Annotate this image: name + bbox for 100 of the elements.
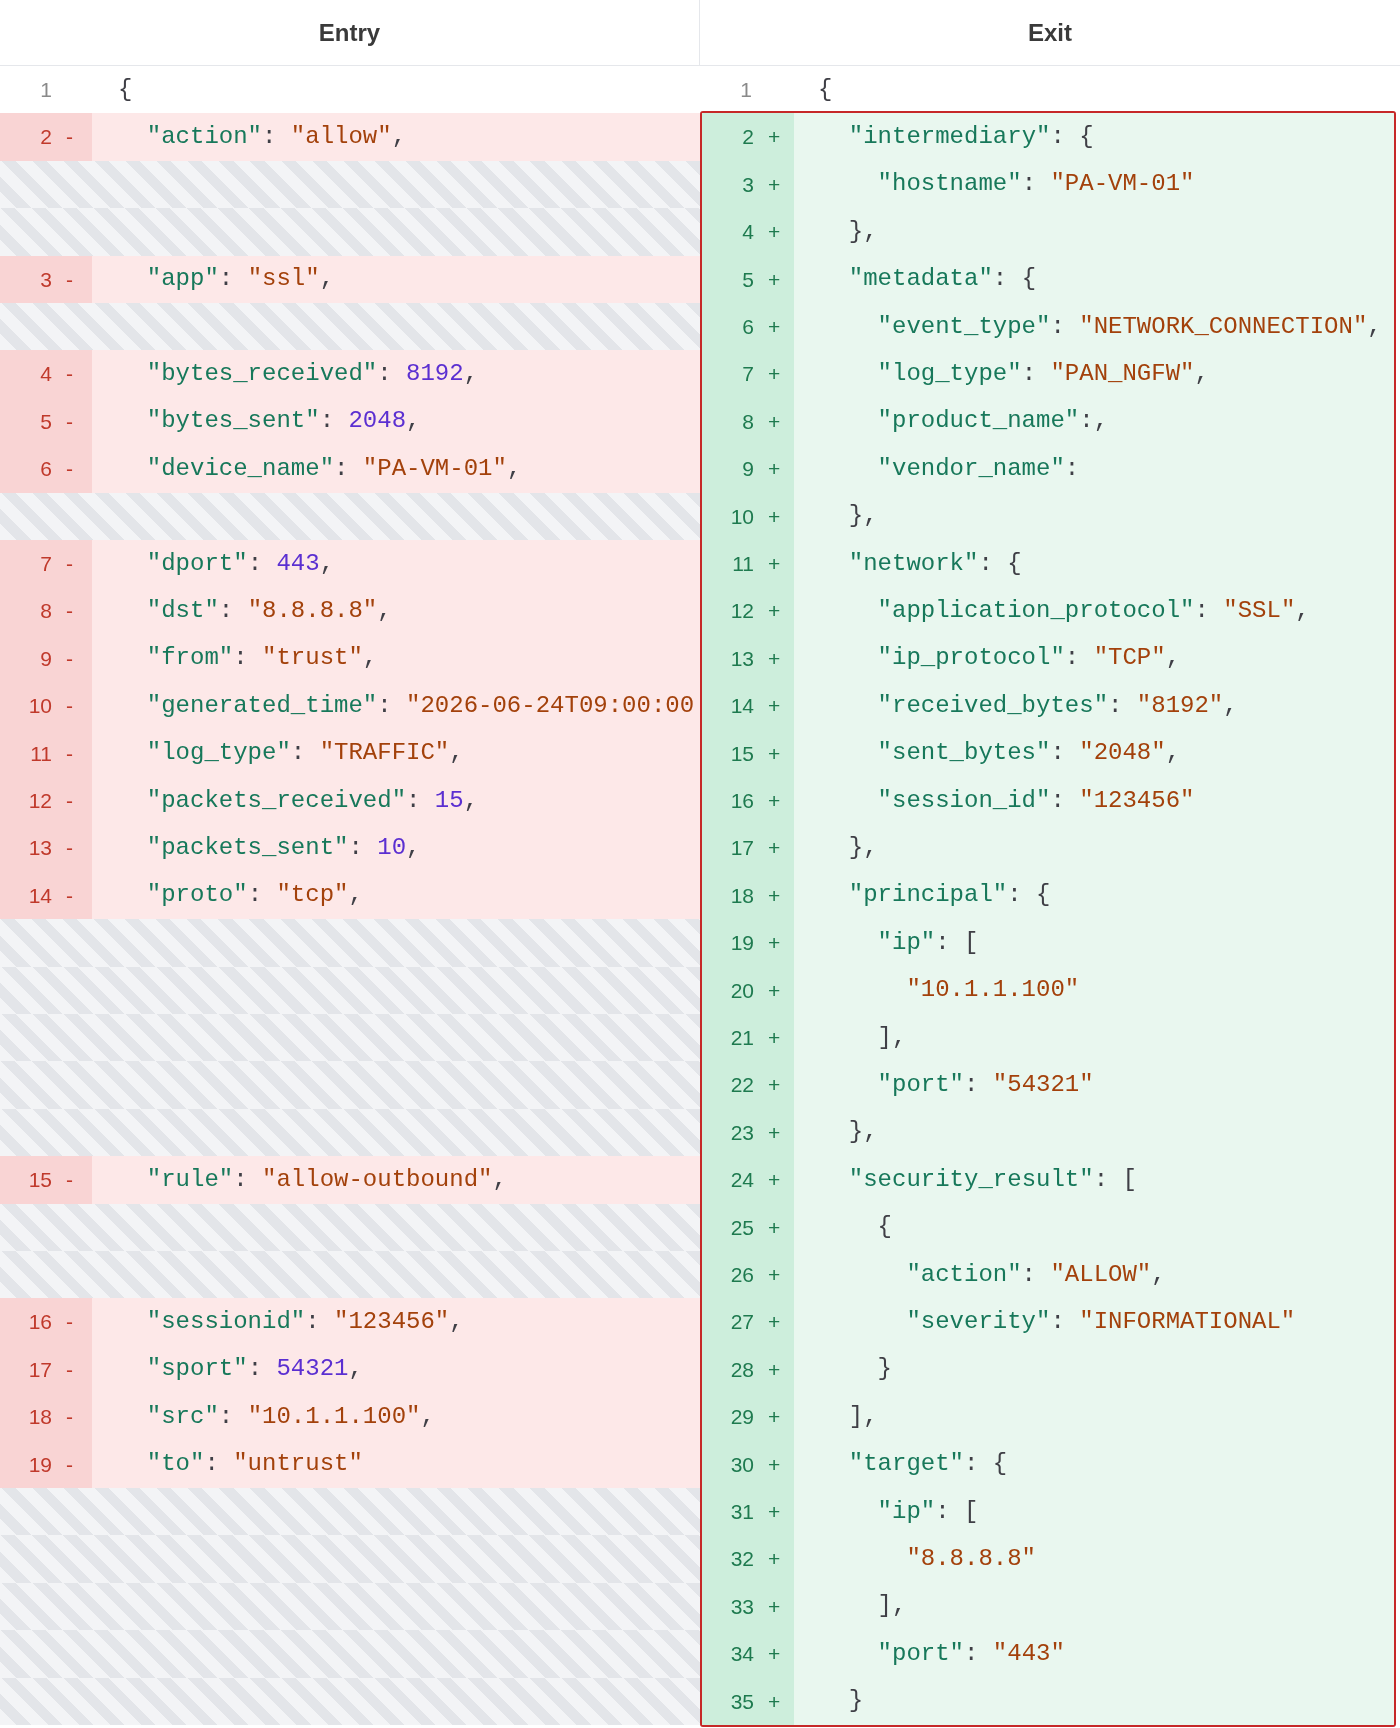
line-number: 6	[39, 456, 52, 483]
diff-sign: -	[66, 361, 73, 388]
line-number: 31	[729, 1498, 754, 1525]
code-line: "ip": [	[877, 927, 979, 958]
code-line: "security_result": [	[848, 1164, 1137, 1195]
code-line: "log_type": "PAN_NGFW",	[877, 359, 1209, 390]
code-line: "port": "54321"	[877, 1070, 1094, 1101]
diff-sign: +	[768, 740, 781, 767]
diff-sign: +	[768, 1119, 781, 1146]
diff-sign: +	[768, 1261, 781, 1288]
diff-sign: +	[768, 1451, 781, 1478]
line-number: 35	[729, 1688, 754, 1715]
code-line: "hostname": "PA-VM-01"	[877, 169, 1195, 200]
code-line: "sent_bytes": "2048",	[877, 738, 1181, 769]
diff-sign: +	[768, 693, 781, 720]
line-number: 11	[731, 550, 754, 577]
code-line: "src": "10.1.1.100",	[146, 1401, 435, 1432]
code-line: }	[848, 1686, 864, 1717]
line-number: 16	[729, 787, 754, 814]
line-number: 19	[27, 1451, 52, 1478]
code-line: ],	[877, 1591, 907, 1622]
diff-sign: +	[768, 1167, 781, 1194]
line-number: 16	[27, 1309, 52, 1336]
line-number: 4	[741, 219, 754, 246]
line-number: 23	[729, 1119, 754, 1146]
line-number: 14	[729, 693, 754, 720]
diff-sign: -	[66, 693, 73, 720]
diff-sign: -	[66, 408, 73, 435]
code-line: "10.1.1.100"	[906, 975, 1080, 1006]
code-line: "metadata": {	[848, 264, 1037, 295]
line-number: 34	[729, 1641, 754, 1668]
diff-sign: +	[768, 361, 781, 388]
code-line: "principal": {	[848, 880, 1051, 911]
diff-sign: +	[768, 313, 781, 340]
code-line: "from": "trust",	[146, 643, 378, 674]
line-number: 12	[729, 598, 754, 625]
line-number: 2	[39, 124, 52, 151]
code-line: },	[848, 216, 878, 247]
code-line: },	[848, 833, 878, 864]
line-number: 30	[729, 1451, 754, 1478]
line-number: 5	[39, 408, 52, 435]
code-line: "dport": 443,	[146, 548, 335, 579]
code-line: "network": {	[848, 548, 1022, 579]
code-line: ],	[877, 1022, 907, 1053]
diff-sign: -	[66, 1451, 73, 1478]
code-line: {	[877, 1212, 892, 1243]
diff-sign: +	[768, 1688, 781, 1715]
diff-sign: -	[66, 645, 73, 672]
diff-sign: +	[768, 1498, 781, 1525]
diff-sign: +	[768, 1356, 781, 1383]
diff-sign: +	[768, 598, 781, 625]
diff-sign: +	[768, 645, 781, 672]
code-line: "log_type": "TRAFFIC",	[146, 738, 464, 769]
diff-sign: +	[768, 1641, 781, 1668]
diff-sign: +	[768, 1072, 781, 1099]
column-header: Entry	[318, 17, 381, 48]
line-number: 21	[729, 1024, 754, 1051]
code-line: "app": "ssl",	[146, 264, 335, 295]
diff-sign: -	[66, 1356, 73, 1383]
line-number: 13	[27, 835, 52, 862]
code-line: "packets_received": 15,	[146, 785, 479, 816]
code-line: ],	[848, 1401, 878, 1432]
diff-sign: -	[66, 1167, 73, 1194]
diff-sign: -	[66, 787, 73, 814]
diff-sign: +	[768, 266, 781, 293]
diff-sign: +	[768, 550, 781, 577]
line-number: 32	[729, 1546, 754, 1573]
diff-sign: -	[66, 740, 73, 767]
line-number: 17	[27, 1356, 52, 1383]
line-number: 22	[729, 1072, 754, 1099]
diff-sign: +	[768, 1214, 781, 1241]
diff-sign: +	[768, 787, 781, 814]
line-number: 10	[27, 693, 52, 720]
diff-sign: -	[66, 882, 73, 909]
diff-sign: +	[768, 171, 781, 198]
code-line: "product_name":,	[877, 406, 1109, 437]
diff-sign: +	[768, 835, 781, 862]
diff-sign: +	[768, 456, 781, 483]
code-line: {	[818, 74, 833, 105]
line-number: 9	[741, 456, 754, 483]
diff-sign: +	[768, 1546, 781, 1573]
line-number: 6	[741, 313, 754, 340]
code-line: "vendor_name":	[877, 453, 1080, 484]
diff-sign: +	[768, 1593, 781, 1620]
line-number: 3	[741, 171, 754, 198]
line-number: 24	[729, 1167, 754, 1194]
code-line: "ip": [	[877, 1496, 979, 1527]
diff-sign: -	[66, 266, 73, 293]
diff-sign: +	[768, 219, 781, 246]
diff-sign: +	[768, 882, 781, 909]
diff-sign: -	[66, 1404, 73, 1431]
line-number: 27	[729, 1309, 754, 1336]
code-line: "proto": "tcp",	[146, 880, 363, 911]
line-number: 8	[39, 598, 52, 625]
code-line: "bytes_received": 8192,	[146, 359, 479, 390]
diff-sign: -	[66, 835, 73, 862]
code-line: "sessionid": "123456",	[146, 1307, 464, 1338]
diff-sign: -	[66, 456, 73, 483]
code-line: },	[848, 501, 878, 532]
code-line: "action": "allow",	[146, 122, 407, 153]
